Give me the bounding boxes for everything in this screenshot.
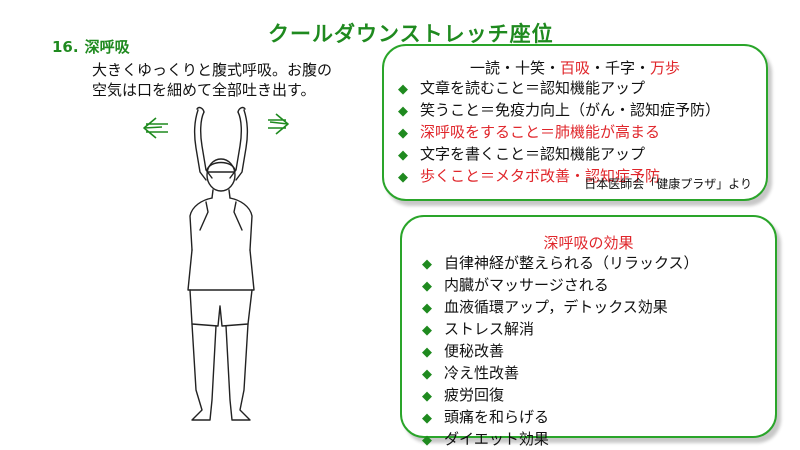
list-item-text: 頭痛を和らげる — [444, 408, 550, 426]
diamond-bullet-icon: ◆ — [398, 148, 408, 163]
list-item: ◆ 歩くこと＝メタボ改善・認知症予防 — [398, 166, 766, 188]
diamond-bullet-icon: ◆ — [422, 301, 432, 316]
diamond-bullet-icon: ◆ — [422, 323, 432, 338]
list-item: ◆ 深呼吸をすること＝肺機能が高まる — [398, 122, 766, 144]
stretch-figure-illustration — [143, 106, 289, 421]
section-label: 深呼吸 — [84, 38, 130, 56]
left-arrow-icon — [143, 117, 168, 139]
right-arrow-icon — [268, 113, 289, 135]
diamond-bullet-icon: ◆ — [422, 433, 432, 448]
instruction-line: 大きくゆっくりと腹式呼吸。お腹の — [92, 61, 333, 79]
benefits-heading: 一読・十笑・百吸・千字・万歩 — [384, 58, 766, 78]
heading-part: 万歩 — [650, 59, 681, 77]
diamond-bullet-icon: ◆ — [398, 170, 408, 185]
diamond-bullet-icon: ◆ — [422, 279, 432, 294]
diamond-bullet-icon: ◆ — [398, 104, 408, 119]
list-item-text: 内臓がマッサージされる — [444, 276, 609, 294]
heading-part: 百吸 — [559, 59, 590, 77]
list-item: ◆ ダイエット効果 — [422, 429, 775, 450]
list-item: ◆ 内臓がマッサージされる — [422, 275, 775, 297]
effects-heading: 深呼吸の効果 — [543, 234, 634, 252]
list-item: ◆ 自律神経が整えられる（リラックス） — [422, 253, 775, 275]
list-item-text: 歩くこと＝メタボ改善・認知症予防 — [420, 167, 661, 185]
list-item: ◆ 文字を書くこと＝認知機能アップ — [398, 144, 766, 166]
list-item-text: 疲労回復 — [444, 386, 505, 404]
page-title: クールダウンストレッチ座位 — [268, 22, 554, 46]
diamond-bullet-icon: ◆ — [398, 82, 408, 97]
effects-list: ◆ 自律神経が整えられる（リラックス） ◆ 内臓がマッサージされる ◆ 血液循環アップ… — [422, 253, 775, 450]
list-item: ◆ 便秘改善 — [422, 341, 775, 363]
effects-box: 深呼吸の効果 ◆ 自律神経が整えられる（リラックス） ◆ 内臓がマッサージされる ◆… — [400, 215, 777, 448]
list-item: ◆ 血液循環アップ，デトックス効果 — [422, 297, 775, 319]
list-item-text: 冷え性改善 — [444, 364, 520, 382]
list-item-text: 便秘改善 — [444, 342, 505, 360]
heading-part: 一読・ — [469, 59, 515, 77]
list-item: ◆ 笑うこと＝免疫力向上（がん・認知症予防） — [398, 100, 766, 122]
instructions: 大きくゆっくりと腹式呼吸。お腹の 空気は口を細めて全部吐き出す。 — [92, 60, 382, 100]
list-item: ◆ ストレス解消 — [422, 319, 775, 341]
list-item-text: 文字を書くこと＝認知機能アップ — [420, 145, 646, 163]
diamond-bullet-icon: ◆ — [422, 367, 432, 382]
benefits-list: ◆ 文章を読むこと＝認知機能アップ ◆ 笑うこと＝免疫力向上（がん・認知症予防） ◆… — [398, 78, 766, 188]
diamond-bullet-icon: ◆ — [398, 126, 408, 141]
benefits-box: 一読・十笑・百吸・千字・万歩 ◆ 文章を読むこと＝認知機能アップ ◆ 笑うこと＝免疫… — [382, 44, 768, 201]
section-number: 16. — [52, 38, 79, 56]
list-item: ◆ 頭痛を和らげる — [422, 407, 775, 429]
list-item-text: 血液循環アップ，デトックス効果 — [444, 298, 668, 316]
list-item-text: ストレス解消 — [444, 320, 535, 338]
list-item-text: 自律神経が整えられる（リラックス） — [444, 254, 699, 272]
list-item-text: 笑うこと＝免疫力向上（がん・認知症予防） — [420, 101, 721, 119]
list-item: ◆ 疲労回復 — [422, 385, 775, 407]
diamond-bullet-icon: ◆ — [422, 257, 432, 272]
section-heading: 16. 深呼吸 — [52, 36, 130, 57]
diamond-bullet-icon: ◆ — [422, 389, 432, 404]
instruction-line: 空気は口を細めて全部吐き出す。 — [92, 81, 316, 99]
diamond-bullet-icon: ◆ — [422, 411, 432, 426]
list-item-text: 文章を読むこと＝認知機能アップ — [420, 79, 646, 97]
heading-part: 十笑・ — [514, 59, 560, 77]
source-citation: 日本医師会「健康プラザ」より — [584, 177, 752, 191]
list-item: ◆ 冷え性改善 — [422, 363, 775, 385]
diamond-bullet-icon: ◆ — [422, 345, 432, 360]
list-item-text: 深呼吸をすること＝肺機能が高まる — [420, 123, 661, 141]
list-item: ◆ 文章を読むこと＝認知機能アップ — [398, 78, 766, 100]
heading-part: ・千字・ — [590, 59, 651, 77]
list-item-text: ダイエット効果 — [444, 430, 549, 448]
